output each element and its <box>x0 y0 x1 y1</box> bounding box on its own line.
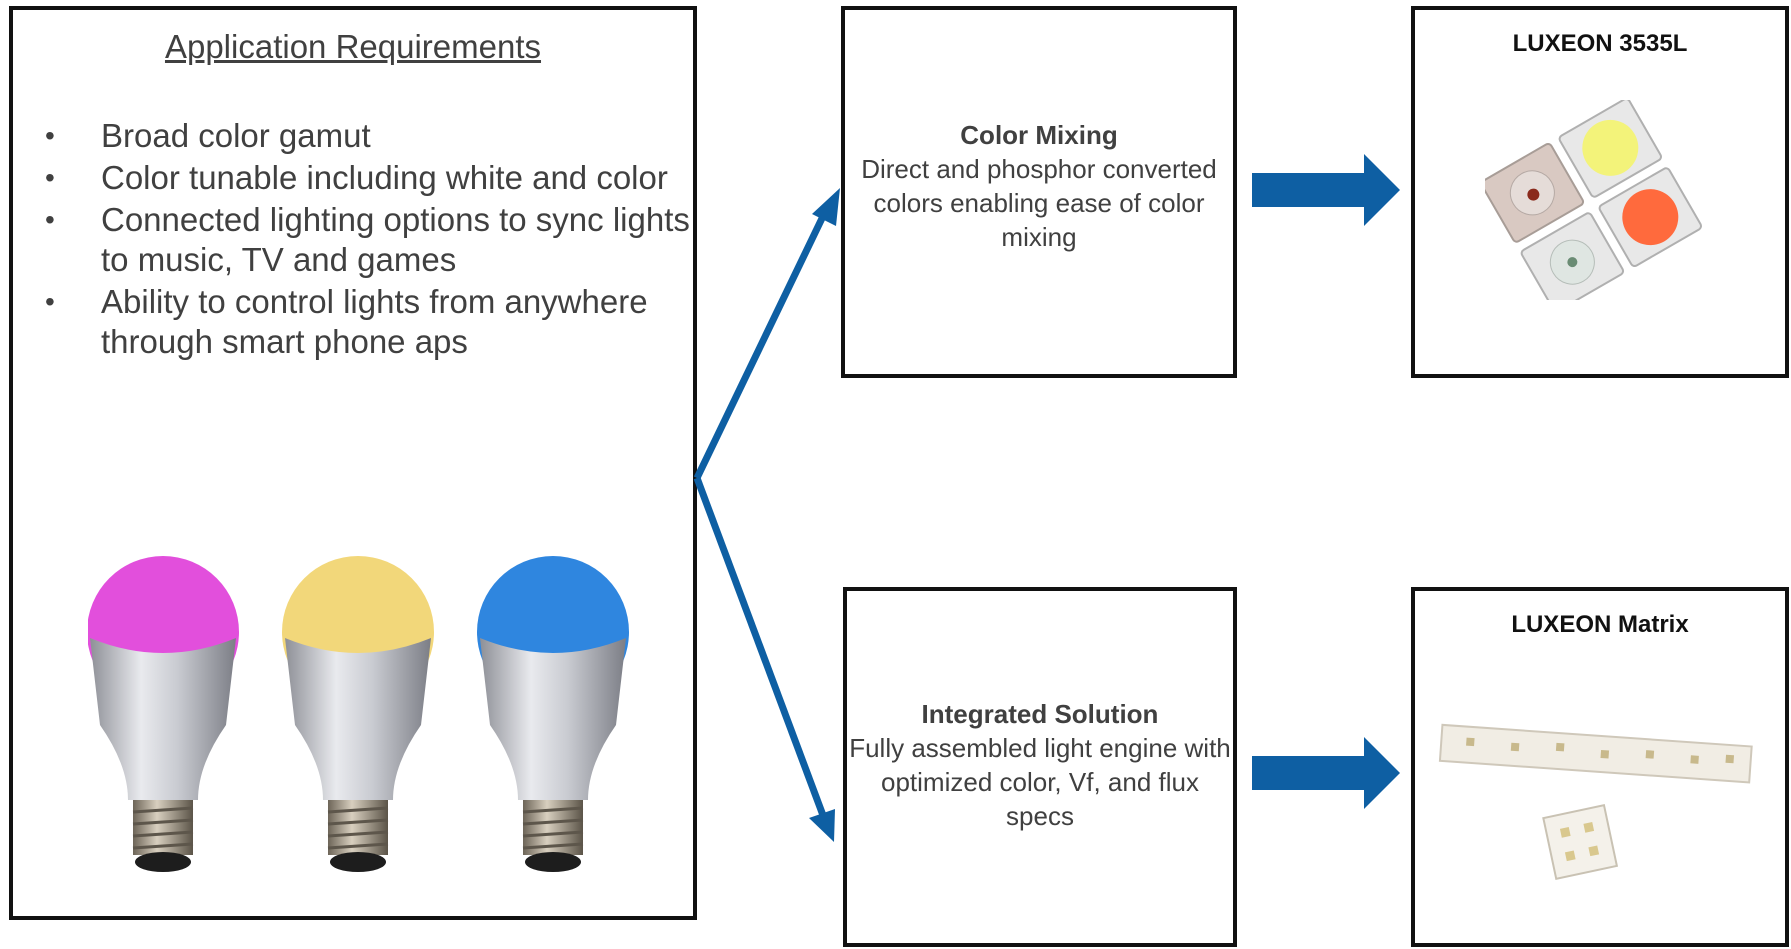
requirement-item: •Broad color gamut <box>45 117 371 154</box>
bullet-icon: • <box>45 120 55 151</box>
luxeon-matrix-image <box>1438 723 1753 880</box>
arrow-to-color-mixing <box>693 208 830 480</box>
bullet-icon: • <box>45 204 55 235</box>
arrow-to-integrated-solution <box>693 476 828 820</box>
color-mixing-box: Color Mixing Direct and phosphor convert… <box>841 6 1237 378</box>
luxeon-matrix-title: LUXEON Matrix <box>1511 611 1689 638</box>
bulb-pink <box>88 556 239 872</box>
color-mixing-body: Direct and phosphor converted colors ena… <box>861 154 1217 252</box>
bullet-icon: • <box>45 286 55 317</box>
integrated-solution-body: Fully assembled light engine with optimi… <box>849 733 1231 831</box>
integrated-solution-title: Integrated Solution <box>921 699 1159 729</box>
requirement-item: •Connected lighting options to sync ligh… <box>45 201 690 278</box>
integrated-solution-text: Integrated Solution Fully assembled ligh… <box>847 697 1233 833</box>
requirements-title: Application Requirements <box>164 28 542 65</box>
requirement-item: •Color tunable including white and color <box>45 159 668 196</box>
luxeon-3535l-box: LUXEON 3535L <box>1411 6 1789 378</box>
arrowhead-integrated-solution-icon <box>809 809 835 842</box>
bulb-yellow <box>282 556 434 872</box>
bulb-blue <box>477 556 629 872</box>
color-mixing-title: Color Mixing <box>960 120 1118 150</box>
bullet-icon: • <box>45 162 55 193</box>
arrowhead-color-mixing-icon <box>812 188 840 226</box>
luxeon-matrix-box: LUXEON Matrix <box>1411 587 1789 947</box>
smart-bulbs-image <box>88 556 629 872</box>
requirements-list: •Broad color gamut •Color tunable includ… <box>33 116 693 364</box>
block-arrow-to-luxeon-3535l-icon <box>1252 154 1400 226</box>
luxeon-3535l-title: LUXEON 3535L <box>1512 30 1688 57</box>
requirement-item: •Ability to control lights from anywhere… <box>45 283 648 360</box>
luxeon-3535l-image <box>1485 100 1702 300</box>
integrated-solution-box: Integrated Solution Fully assembled ligh… <box>843 587 1237 947</box>
block-arrow-to-luxeon-matrix-icon <box>1252 737 1400 809</box>
application-requirements-box: Application Requirements •Broad color ga… <box>9 6 697 920</box>
color-mixing-text: Color Mixing Direct and phosphor convert… <box>845 118 1233 254</box>
